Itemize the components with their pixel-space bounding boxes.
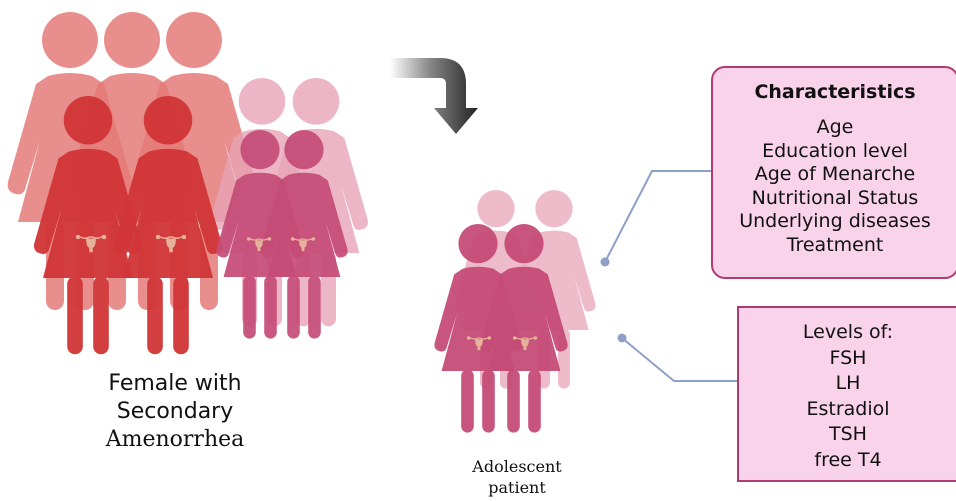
label-line: Female with xyxy=(108,371,242,396)
levels-item: TSH xyxy=(829,423,867,445)
levels-box: Levels of: FSH LH Estradiol TSH free T4 xyxy=(737,306,956,482)
connector-levels xyxy=(617,333,737,382)
characteristics-item: Age xyxy=(816,116,854,138)
characteristics-title: Characteristics xyxy=(754,81,916,103)
right-group-figures xyxy=(434,190,596,433)
characteristics-item: Underlying diseases xyxy=(739,210,931,232)
connector-characteristics xyxy=(600,170,711,267)
levels-item: LH xyxy=(835,372,861,394)
label-line: Secondary xyxy=(116,399,234,424)
characteristics-box: Characteristics Age Education level Age … xyxy=(711,66,956,279)
characteristics-item: Education level xyxy=(762,139,908,162)
female-amenorrhea-label: Female with Secondary Amenorrhea xyxy=(60,370,290,454)
label-line: Amenorrhea xyxy=(105,427,245,452)
characteristics-item: Age of Menarche xyxy=(754,163,916,185)
levels-item: FSH xyxy=(829,346,867,369)
characteristics-item: Treatment xyxy=(786,233,884,256)
adolescent-patient-label: Adolescent patient xyxy=(447,456,587,498)
left-group-figures xyxy=(7,12,368,355)
levels-item: Estradiol xyxy=(806,397,890,420)
label-line: patient xyxy=(488,478,546,497)
levels-item: Levels of: xyxy=(802,321,894,343)
label-line: Adolescent xyxy=(472,457,562,476)
characteristics-item: Nutritional Status xyxy=(751,186,919,209)
curved-arrow-icon xyxy=(390,58,478,134)
levels-item: free T4 xyxy=(814,448,882,471)
